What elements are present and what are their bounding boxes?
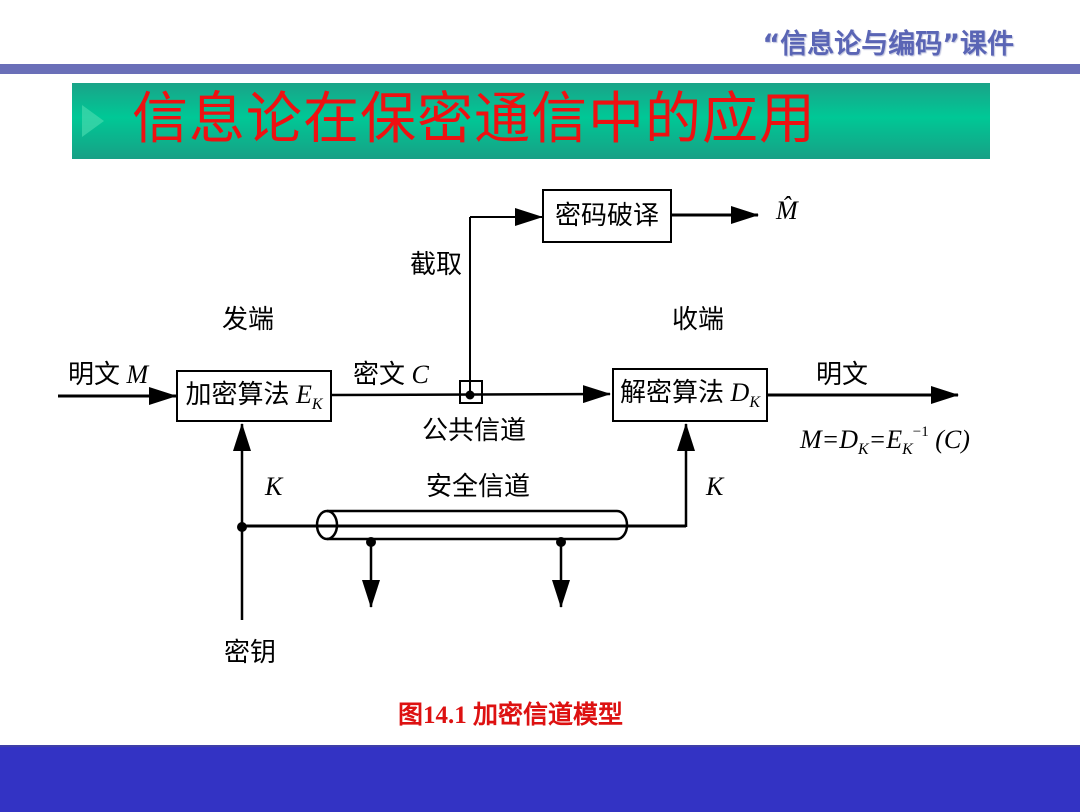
encrypt-sub: K <box>311 396 323 413</box>
formula-d: D <box>839 425 858 454</box>
formula-arg: (C) <box>935 425 970 454</box>
public-channel-label: 公共信道 <box>422 416 527 445</box>
ciphertext-text: 密文 <box>353 360 406 389</box>
intercept-label: 截取 <box>410 250 463 279</box>
formula-e-sup: −1 <box>912 424 929 440</box>
plaintext-in-label: 明文 M <box>68 360 148 390</box>
key-left-label: K <box>265 472 283 501</box>
title-banner: 信息论在保密通信中的应用 <box>72 83 990 159</box>
key-right-label: K <box>706 472 724 501</box>
ciphertext-label: 密文 C <box>353 360 429 390</box>
sender-label: 发端 <box>222 305 275 334</box>
encrypt-box-label: 加密算法 <box>185 380 290 409</box>
secure-channel-label: 安全信道 <box>426 472 531 501</box>
cryptanalysis-box-label: 密码破译 <box>554 201 659 230</box>
top-rule <box>0 64 1080 74</box>
estimate-output-label: M̂ <box>776 196 798 225</box>
ciphertext-var: C <box>411 360 429 389</box>
cryptanalysis-box: 密码破译 <box>542 189 672 243</box>
formula-e-sub: K <box>902 441 913 458</box>
formula-d-sub: K <box>858 441 869 458</box>
formula-lhs: M <box>800 425 822 454</box>
figure-caption: 图14.1 加密信道模型 <box>398 702 624 729</box>
footer-bar <box>0 745 1080 812</box>
plaintext-out-label: 明文 <box>816 360 869 389</box>
formula-e: E <box>886 425 903 454</box>
bullet-arrow-icon <box>82 105 104 137</box>
plaintext-in-var: M <box>126 360 149 389</box>
encrypt-var: E <box>295 380 312 409</box>
decrypt-sub: K <box>749 394 760 411</box>
plaintext-in-text: 明文 <box>68 360 121 389</box>
decrypt-box-label: 解密算法 <box>620 378 725 407</box>
decryption-formula: M=DK=EK−1 (C) <box>800 424 970 458</box>
decrypt-box: 解密算法 DK <box>612 368 768 422</box>
encrypt-box: 加密算法 EK <box>176 370 332 422</box>
course-title: “信息论与编码”课件 <box>762 29 1015 60</box>
receiver-label: 收端 <box>672 305 725 334</box>
decrypt-var: D <box>730 378 750 407</box>
slide-title: 信息论在保密通信中的应用 <box>132 87 816 152</box>
secure-channel-pipe <box>315 509 629 541</box>
key-source-label: 密钥 <box>224 638 277 667</box>
